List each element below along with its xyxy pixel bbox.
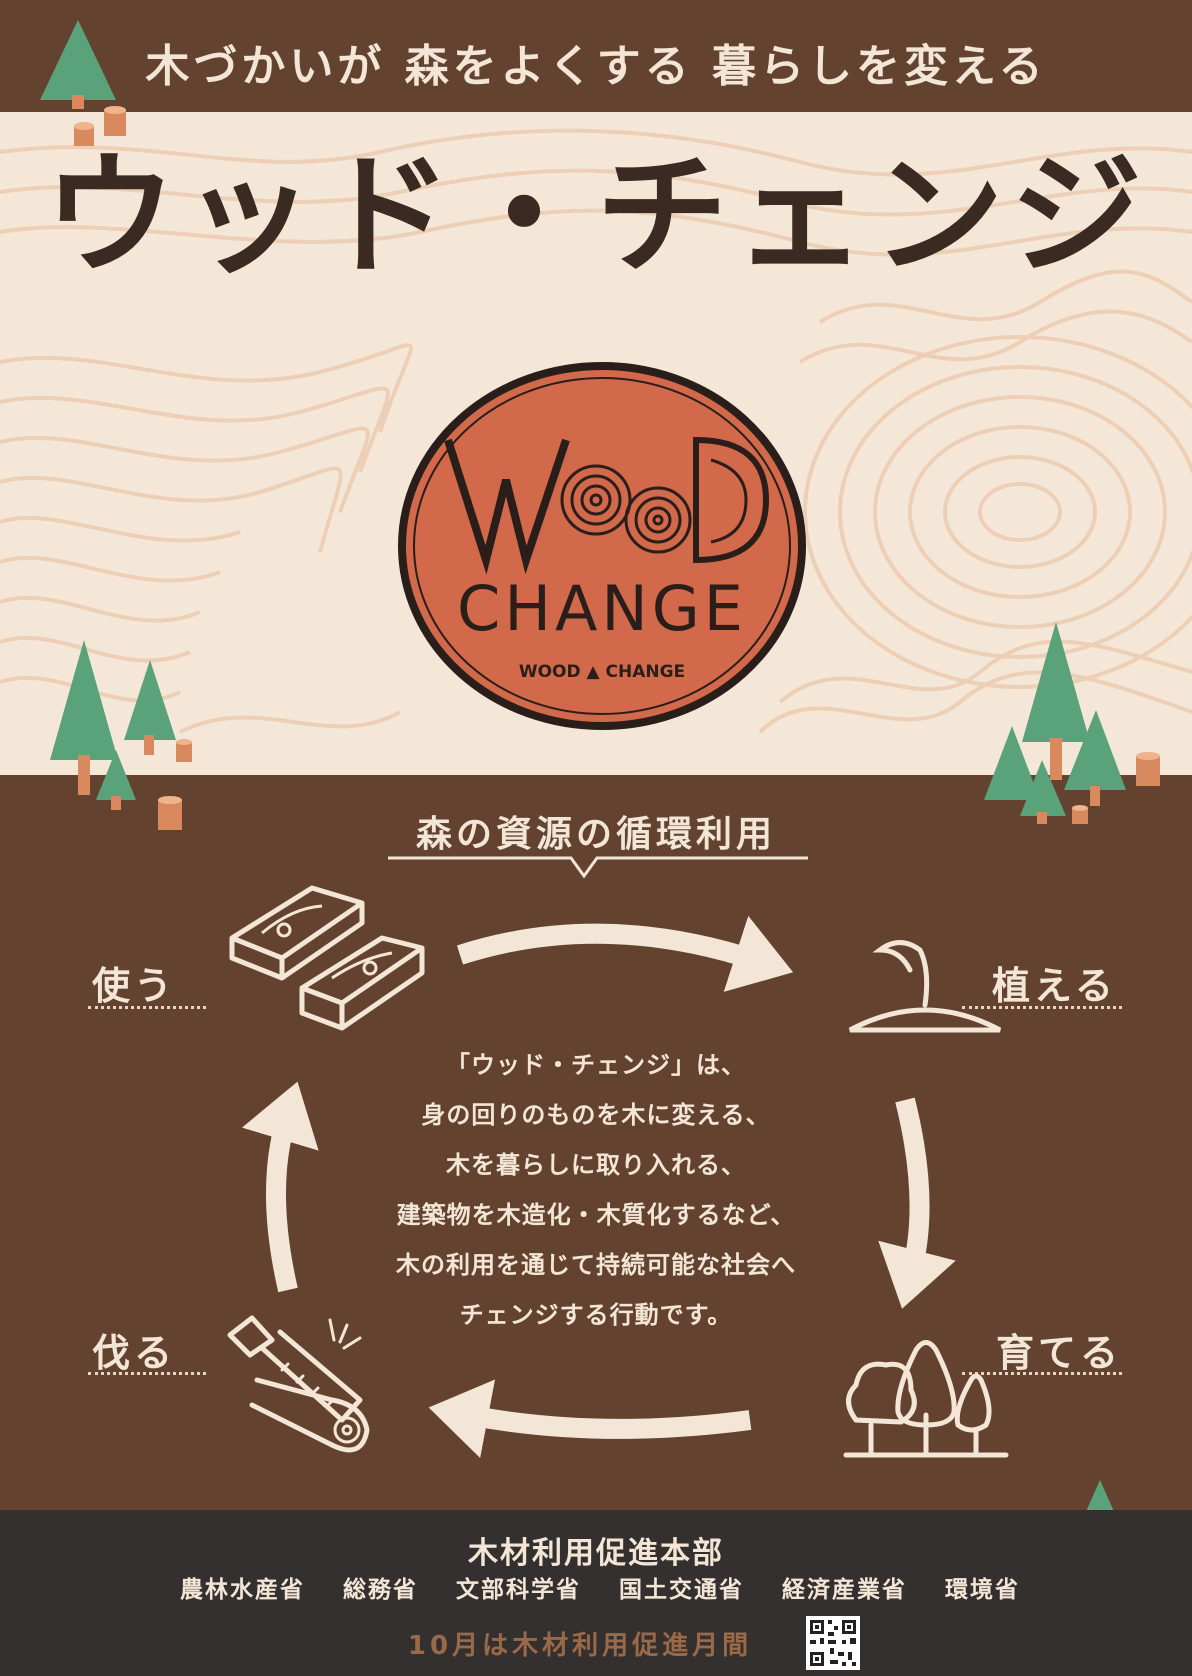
dotted-rule <box>962 1006 1122 1009</box>
stump-icon <box>74 106 126 146</box>
stage-label-cut: 伐る <box>92 1331 177 1375</box>
tagline: 木づかいが 森をよくする 暮らしを変える <box>145 41 1047 92</box>
tree-icon <box>50 640 176 810</box>
ministry-name: 環境省 <box>945 1577 1020 1603</box>
description-line: 身の回りのものを木に変える、 <box>421 1101 771 1129</box>
description-line: チェンジする行動です。 <box>459 1301 733 1329</box>
stage-label-grow: 育てる <box>996 1331 1123 1375</box>
logo-word-change: CHANGE <box>457 572 747 645</box>
description-line: 木の利用を通じて持続可能な社会へ <box>396 1251 796 1279</box>
ministry-name: 文部科学省 <box>456 1577 581 1603</box>
forest-icon <box>843 1340 1009 1458</box>
footer <box>0 1510 1192 1676</box>
stump-icon <box>158 739 192 830</box>
ministry-name: 国土交通省 <box>619 1577 744 1603</box>
wood-grain-pattern <box>0 128 1192 734</box>
qr-code-icon[interactable] <box>806 1616 860 1670</box>
saw-icon <box>227 1315 370 1453</box>
tree-icon <box>984 622 1126 824</box>
arrow-icon <box>241 915 956 1459</box>
main-title: ウッド・チェンジ <box>44 139 1148 293</box>
logo-wood-letters <box>444 436 770 575</box>
stump-icon <box>1072 752 1160 824</box>
ministry-list: 農林水産省 総務省 文部科学省 国土交通省 経済産業省 環境省 <box>180 1570 1020 1604</box>
logo-small-text: WOOD ▲ CHANGE <box>519 662 685 682</box>
description-line: 木を暮らしに取り入れる、 <box>446 1151 746 1179</box>
dotted-rule <box>88 1372 206 1375</box>
organization-name: 木材利用促進本部 <box>468 1536 724 1571</box>
description-line: 「ウッド・チェンジ」は、 <box>446 1051 746 1079</box>
wood-change-logo: CHANGE WOOD ▲ CHANGE <box>396 360 808 732</box>
dotted-rule <box>88 1006 206 1009</box>
tree-icon <box>40 20 116 109</box>
ministry-name: 総務省 <box>343 1577 418 1603</box>
ministry-name: 農林水産省 <box>180 1577 305 1603</box>
cycle-heading: 森の資源の循環利用 <box>415 814 776 855</box>
month-notice: 10月は木材利用促進月間 <box>407 1631 753 1661</box>
cycle-description: 「ウッド・チェンジ」は、 身の回りのものを木に変える、 木を暮らしに取り入れる、… <box>330 1040 862 1340</box>
stage-label-use: 使う <box>92 964 177 1008</box>
stage-label-plant: 植える <box>992 964 1117 1008</box>
lumber-icon <box>229 885 425 1031</box>
sprout-icon <box>848 940 1002 1033</box>
top-band <box>0 0 1192 112</box>
ministry-name: 経済産業省 <box>782 1577 907 1603</box>
dotted-rule <box>962 1372 1122 1375</box>
heading-underline <box>388 856 808 879</box>
description-line: 建築物を木造化・木質化するなど、 <box>396 1201 796 1229</box>
